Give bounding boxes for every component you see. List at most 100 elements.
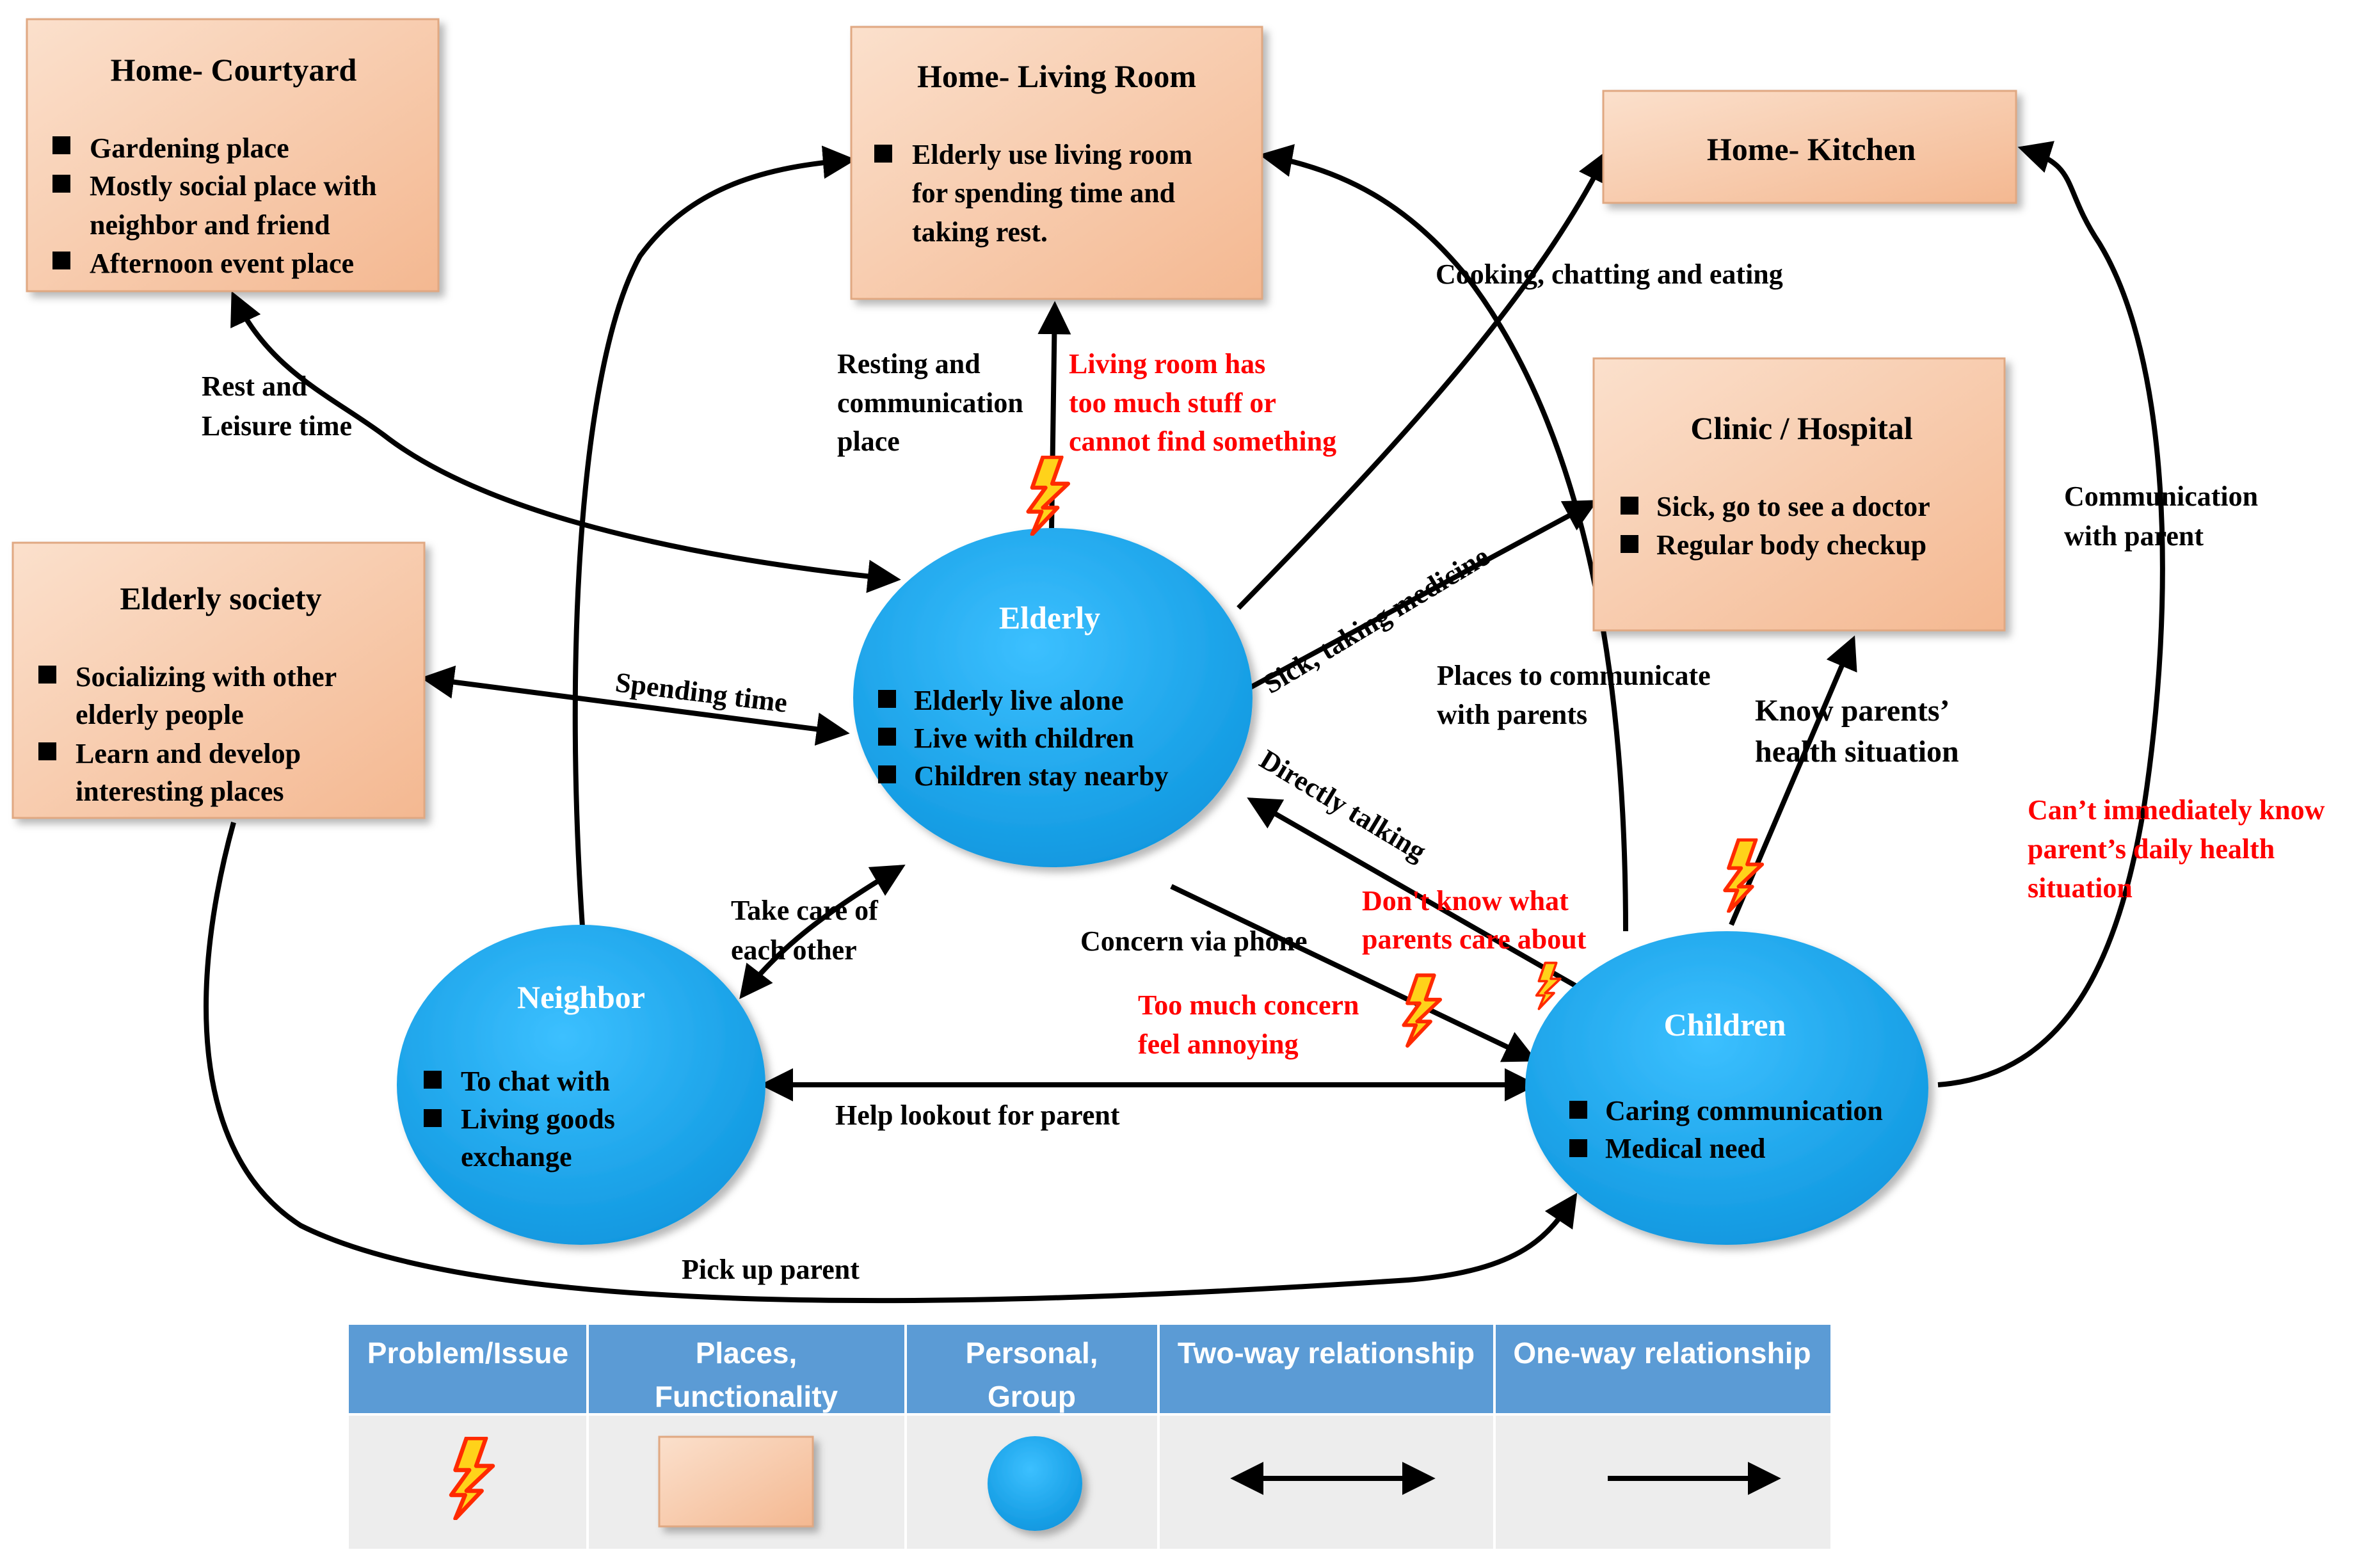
arrow-rest-leisure (230, 291, 901, 593)
place-box (26, 18, 440, 292)
neighbor-item: To chat with (461, 1066, 610, 1097)
label-know-health: health situation (1755, 735, 1959, 769)
elderly-society-item: Learn and develop (76, 738, 301, 769)
place-box (1602, 90, 2017, 204)
arrow-know-health (1729, 635, 1857, 926)
living-room-title: Home- Living Room (917, 58, 1196, 94)
courtyard-title: Home- Courtyard (111, 52, 357, 88)
living-room-item: Elderly use living room (912, 139, 1192, 170)
place-box (1592, 357, 2006, 632)
living-room-item: for spending time and (912, 177, 1175, 209)
problem-living-room: too much stuff or (1069, 387, 1276, 419)
arrow-sick-clinic (1248, 500, 1598, 691)
place-courtyard (26, 18, 440, 292)
arrow-take-care (739, 865, 906, 1000)
label-resting-communication: communication (837, 387, 1023, 419)
elderly-society-title: Elderly society (120, 580, 321, 616)
children-item: Medical need (1605, 1133, 1766, 1164)
living-room-item: taking rest. (912, 216, 1048, 248)
clinic-title: Clinic / Hospital (1690, 410, 1912, 446)
elderly-items: Elderly live alone Live with children Ch… (878, 685, 1169, 792)
courtyard-items: Gardening place Mostly social place with… (52, 132, 377, 279)
lightning-bolt-icon (1029, 457, 1068, 534)
person-elderly (853, 528, 1253, 867)
person-children (1525, 931, 1928, 1245)
legend-header-personal: Personal, (965, 1336, 1098, 1370)
label-know-health: Know parents’ (1755, 694, 1950, 728)
label-cooking: Cooking, chatting and eating (1436, 259, 1783, 290)
elderly-item: Children stay nearby (914, 760, 1169, 792)
elderly-society-item: elderly people (76, 699, 244, 730)
place-kitchen (1602, 90, 2017, 204)
legend-body-row (349, 1416, 1830, 1549)
place-clinic (1592, 357, 2006, 632)
courtyard-item: Afternoon event place (90, 248, 354, 279)
label-places-communicate: with parents (1437, 699, 1587, 730)
elderly-item: Elderly live alone (914, 685, 1124, 716)
clinic-items: Sick, go to see a doctor Regular body ch… (1621, 491, 1930, 561)
arrow-directly-talking (1247, 797, 1582, 991)
legend-header-row (349, 1325, 1830, 1413)
children-items: Caring communication Medical need (1569, 1095, 1883, 1164)
problem-cant-know: situation (2028, 872, 2133, 904)
elderly-society-item: interesting places (76, 776, 284, 807)
person-circle (1525, 931, 1928, 1245)
legend-header-places: Places, (696, 1336, 797, 1370)
problem-living-room: Living room has (1069, 348, 1265, 380)
place-box-icon (658, 1436, 814, 1528)
person-neighbor (397, 925, 765, 1245)
arrow-communication-parent (1937, 141, 2165, 1087)
legend-header-places: Functionality (655, 1380, 838, 1413)
problem-dont-know: Don't know what (1362, 885, 1569, 916)
label-take-care: Take care of (731, 895, 879, 926)
label-rest-leisure: Rest and (202, 371, 307, 402)
legend: Problem/Issue Places, Functionality Pers… (349, 1325, 1830, 1549)
place-box (12, 541, 426, 819)
legend-header-one-way: One-way relationship (1513, 1336, 1811, 1370)
neighbor-item: Living goods (461, 1103, 615, 1135)
person-circle-icon (988, 1436, 1082, 1531)
arrow-pick-up-parent (204, 821, 1578, 1304)
neighbor-items: To chat with Living goods exchange (424, 1066, 615, 1172)
courtyard-item: neighbor and friend (90, 209, 330, 241)
neighbor-item: exchange (461, 1141, 572, 1172)
label-communication-parent: Communication (2064, 481, 2258, 512)
problem-cant-know: Can’t immediately know (2028, 794, 2325, 826)
label-help-lookout: Help lookout for parent (835, 1100, 1120, 1131)
label-communication-parent: with parent (2064, 520, 2204, 552)
elderly-society-items: Socializing with other elderly people Le… (38, 661, 337, 807)
arrow-children-living-room (1259, 144, 1628, 932)
arrow-neighbor-living-room (572, 145, 856, 927)
label-take-care: each other (731, 934, 857, 966)
neighbor-title: Neighbor (517, 979, 645, 1015)
problem-cant-know: parent’s daily health (2028, 833, 2275, 865)
problem-living-room: cannot find something (1069, 426, 1336, 457)
relationship-arrows (204, 141, 2165, 1304)
children-title: Children (1664, 1007, 1786, 1043)
place-elderly-society (12, 541, 426, 819)
courtyard-item: Gardening place (90, 132, 289, 164)
legend-header-personal: Group (988, 1380, 1076, 1413)
living-room-items: Elderly use living room for spending tim… (874, 139, 1192, 248)
clinic-item: Sick, go to see a doctor (1656, 491, 1930, 522)
label-resting-communication: Resting and (837, 348, 981, 380)
label-concern-phone: Concern via phone (1080, 925, 1307, 957)
legend-header-problem: Problem/Issue (367, 1336, 568, 1370)
label-spending-time: Spending time (614, 666, 789, 719)
kitchen-title: Home- Kitchen (1707, 131, 1916, 167)
problem-labels: Living room has too much stuff or cannot… (1069, 348, 2325, 1060)
person-circle (853, 528, 1253, 867)
arrow-concern-phone (1170, 884, 1538, 1062)
problem-too-much-concern: feel annoying (1138, 1028, 1299, 1060)
elderly-society-item: Socializing with other (76, 661, 337, 692)
label-pick-up-parent: Pick up parent (682, 1254, 860, 1285)
place-living-room (850, 26, 1263, 300)
elderly-title: Elderly (999, 600, 1100, 636)
arrow-cooking-kitchen (1237, 149, 1609, 610)
lightning-bolt-icon (1537, 963, 1560, 1009)
place-box (850, 26, 1263, 300)
label-directly-talking: Directly talking (1254, 744, 1432, 867)
legend-header-two-way: Two-way relationship (1178, 1336, 1475, 1370)
courtyard-item: Mostly social place with (90, 170, 377, 202)
